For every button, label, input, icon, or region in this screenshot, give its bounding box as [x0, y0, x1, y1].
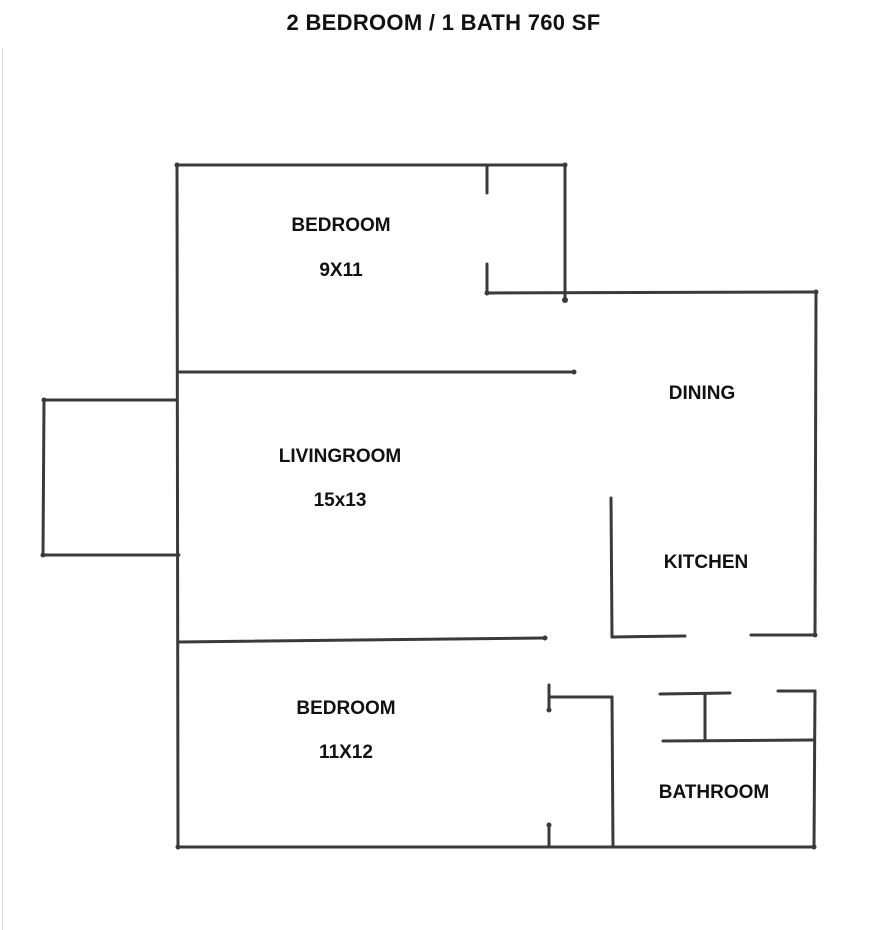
room-name-living-room: LIVINGROOM: [278, 446, 402, 467]
room-name-bedroom-1: BEDROOM: [291, 215, 391, 236]
room-size-living-room: 15x13: [313, 490, 367, 511]
room-name-bathroom: BATHROOM: [658, 782, 770, 803]
room-name-kitchen: KITCHEN: [663, 552, 749, 573]
room-size-bedroom-1: 9X11: [319, 260, 363, 281]
room-name-bedroom-2: BEDROOM: [296, 698, 396, 719]
plan-title: 2 BEDROOM / 1 BATH 760 SF: [286, 10, 601, 35]
page-edge: [2, 48, 3, 930]
room-size-bedroom-2: 11X12: [319, 742, 373, 763]
room-name-dining: DINING: [668, 383, 736, 404]
